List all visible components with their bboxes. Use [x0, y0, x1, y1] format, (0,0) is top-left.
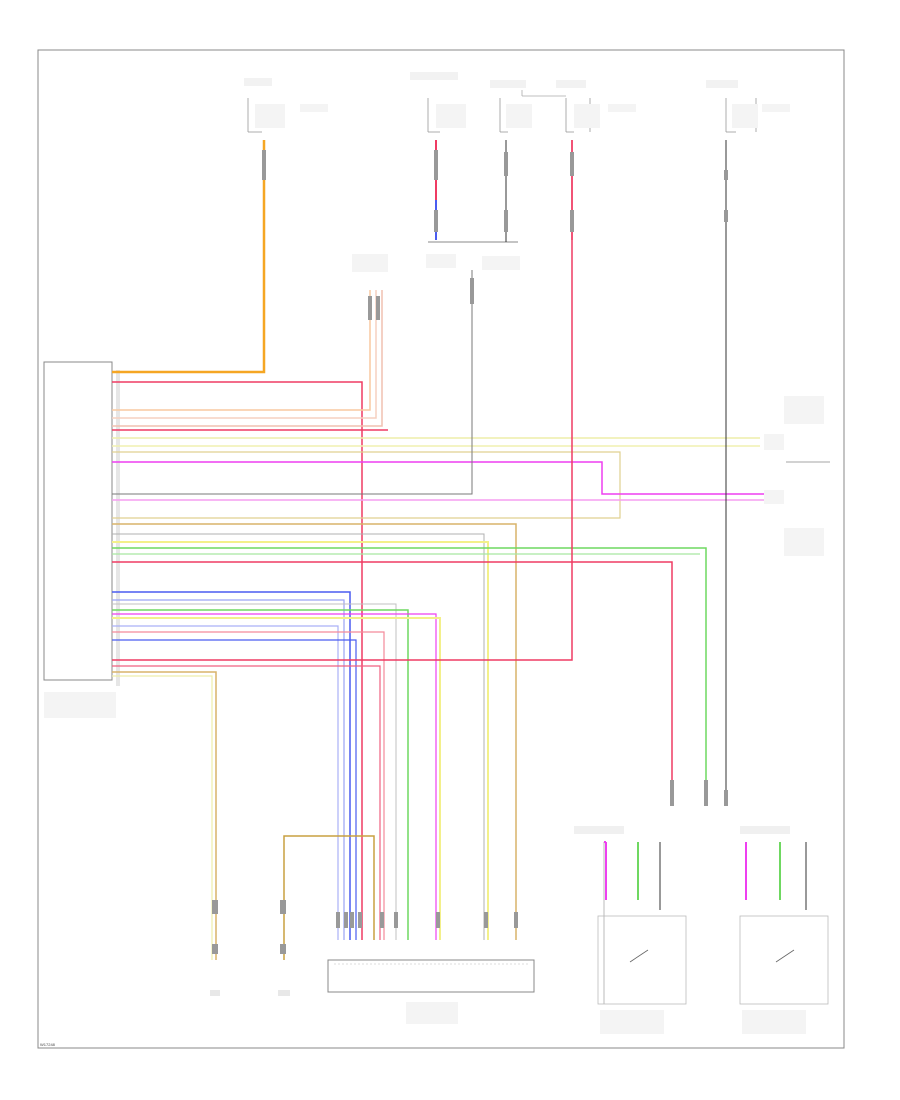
- wire-tan-loop: [283, 835, 375, 960]
- wire-pink-bundle-c: [112, 290, 383, 427]
- wire-pink-bundle-b: [112, 290, 377, 419]
- wire-black-sensor: [112, 451, 621, 519]
- connector-markers-top: [262, 150, 728, 806]
- wire-blue-2: [112, 639, 357, 940]
- pin-column: [116, 370, 120, 686]
- wire-tan-2b: [112, 675, 213, 960]
- wire-red-4: [112, 140, 573, 661]
- wire-orange: [112, 140, 266, 374]
- control-unit-bottom-label: [406, 1002, 458, 1024]
- ground-left: [210, 900, 220, 996]
- wire-tan-1: [112, 523, 517, 940]
- wire-yellow-3: [112, 617, 441, 940]
- wire-red-3: [112, 561, 673, 800]
- connector-markers-bottom: [336, 912, 518, 928]
- fuse-group-2: [410, 72, 636, 133]
- wire-lightblue-2: [112, 625, 339, 940]
- wire-green: [112, 547, 707, 800]
- sensor-label-rear: [784, 528, 824, 556]
- fuse-group-3: [706, 80, 790, 133]
- diagram-frame: [37, 49, 845, 1049]
- wire-yellow-1: [112, 541, 489, 940]
- switch-module-right: [739, 826, 829, 1034]
- control-unit-bottom: [327, 959, 535, 993]
- sensor-label-front: [784, 396, 824, 424]
- switch-module-left: [574, 826, 687, 1034]
- wire-red-5: [112, 665, 381, 940]
- fuse-group-1: [244, 78, 328, 133]
- control-module-left-label: [44, 692, 116, 718]
- wire-gray-3: [112, 603, 397, 940]
- wire-red-1: [112, 381, 363, 940]
- diagram-code: W17248: [40, 1042, 56, 1047]
- control-module-left: [43, 361, 113, 681]
- ground-right: [278, 900, 290, 996]
- wire-green-2: [112, 609, 409, 940]
- wire-magenta: [112, 461, 780, 495]
- wire-yellow-2: [112, 613, 437, 940]
- wire-gray-2: [112, 533, 485, 940]
- wire-tan-2: [112, 671, 217, 960]
- wire-blue-1: [112, 591, 351, 940]
- wire-pink-bundle-a: [112, 290, 371, 411]
- wire-lightblue-1: [112, 599, 345, 940]
- wire-gray: [112, 270, 473, 495]
- wire-pink-1: [112, 631, 385, 940]
